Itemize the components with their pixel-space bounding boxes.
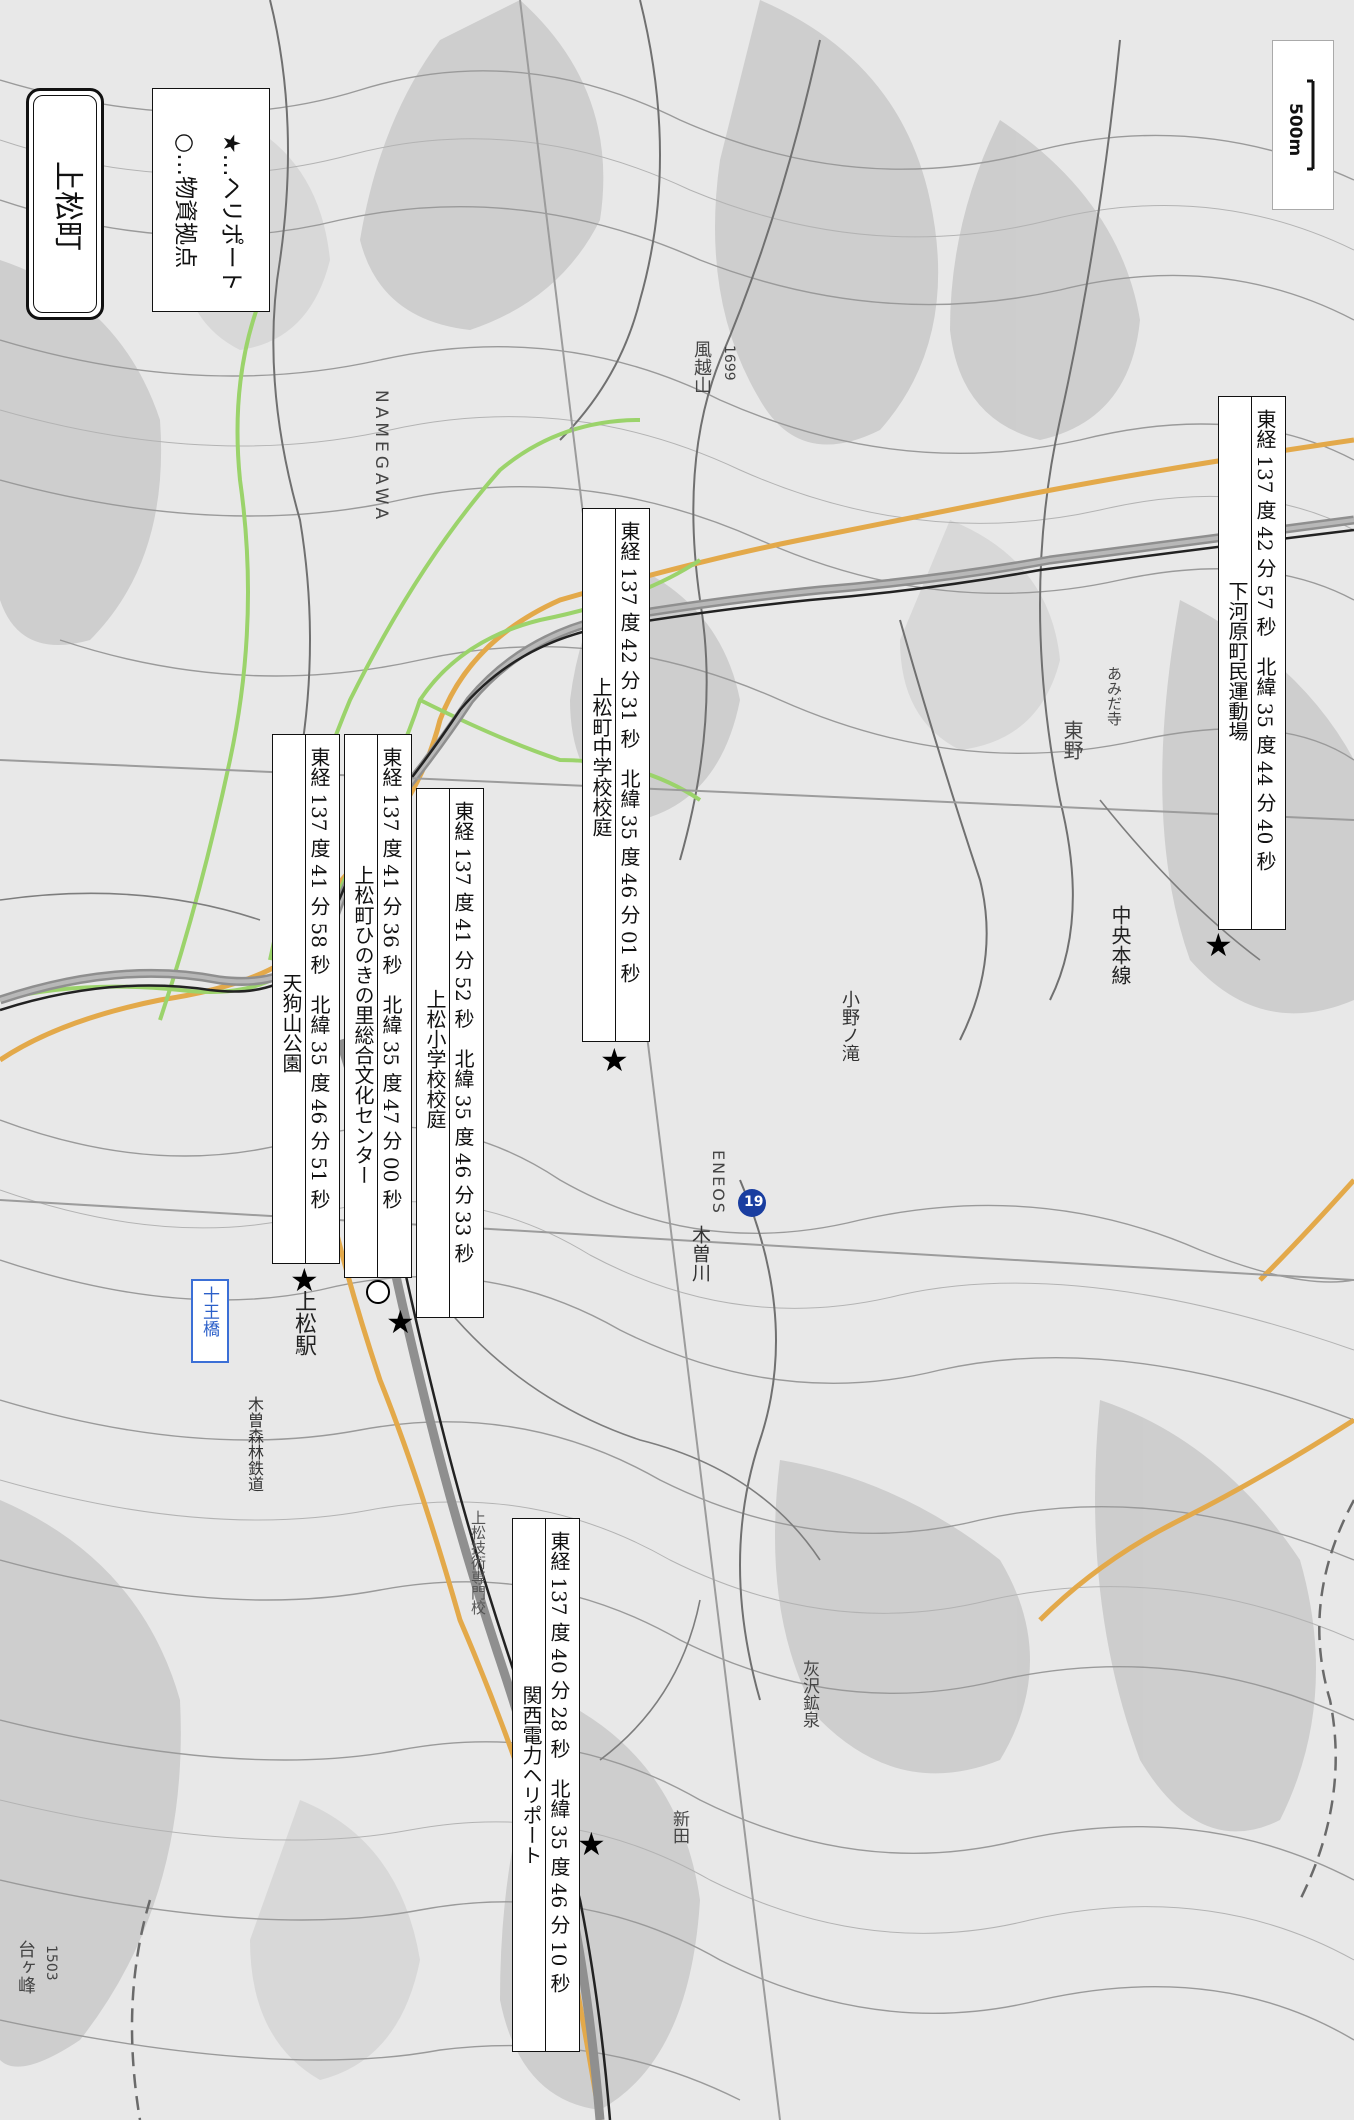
heliport-marker-kansai: ★: [577, 1825, 606, 1863]
heliport-marker-elementary: ★: [386, 1303, 415, 1341]
scale-bar-graphic: [1307, 79, 1315, 171]
scale-bar-label: 500m: [1285, 103, 1305, 157]
town-title: 上松町: [50, 161, 85, 251]
legend-depot: ○…物資拠点: [172, 133, 198, 269]
site-box-kansai: 関西電力ヘリポート 東経 137 度 40 分 28 秒 北緯 35 度 46 …: [512, 1518, 580, 2052]
site-box-junior-high: 上松町中学校校庭 東経 137 度 42 分 31 秒 北緯 35 度 46 分…: [582, 508, 650, 1042]
heliport-marker-shimogawara: ★: [1204, 926, 1233, 964]
onsen-label: 灰沢鉱泉: [799, 1660, 819, 1728]
site-coords: 東経 137 度 42 分 31 秒 北緯 35 度 46 分 01 秒: [617, 521, 641, 983]
site-divider: [449, 789, 450, 1317]
namegawa-label: NAMEGAWA: [371, 390, 391, 524]
mountain-daigamine-label: 台ヶ峰: [15, 1940, 36, 1994]
site-divider: [1251, 397, 1252, 929]
elevation-kazakoshi-label: 1699: [721, 345, 737, 381]
site-coords: 東経 137 度 41 分 58 秒 北緯 35 度 46 分 51 秒: [307, 747, 331, 1209]
mountain-kazakoshi-label: 風越山: [691, 340, 712, 394]
scale-bar-box: 500m: [1272, 40, 1334, 210]
route-19-label: 19: [744, 1194, 764, 1210]
site-name: 上松町ひのきの里総合文化センター: [351, 865, 375, 1185]
site-name: 上松町中学校校庭: [589, 677, 613, 837]
heliport-marker-tengu: ★: [290, 1261, 319, 1299]
town-title-box: 上松町: [26, 88, 104, 320]
temple-label: あみだ寺: [1105, 666, 1123, 726]
site-coords: 東経 137 度 41 分 52 秒 北緯 35 度 46 分 33 秒: [451, 801, 475, 1263]
legend-box: ○…物資拠点 ★…ヘリポート: [152, 88, 270, 312]
onotaki-label: 小野ノ滝: [839, 990, 860, 1062]
shinden-label: 新田: [669, 1810, 689, 1844]
site-box-shimogawara: 下河原町民運動場 東経 137 度 42 分 57 秒 北緯 35 度 44 分…: [1218, 396, 1286, 930]
higashino-label: 東野: [1060, 720, 1084, 760]
jr-line-label: 中央本線: [1108, 905, 1132, 985]
technical-school-label: 上松技術専門校: [469, 1510, 487, 1615]
heliport-marker-junior-high: ★: [600, 1041, 629, 1079]
site-name: 上松小学校校庭: [423, 989, 447, 1129]
site-coords: 東経 137 度 42 分 57 秒 北緯 35 度 44 分 40 秒: [1253, 409, 1277, 871]
site-box-elementary: 上松小学校校庭 東経 137 度 41 分 52 秒 北緯 35 度 46 分 …: [416, 788, 484, 1318]
site-coords: 東経 137 度 40 分 28 秒 北緯 35 度 46 分 10 秒: [547, 1531, 571, 1993]
site-name: 天狗山公園: [279, 973, 303, 1073]
elevation-daigamine-label: 1503: [43, 1945, 59, 1981]
depot-marker-hinoki: [366, 1280, 390, 1304]
site-divider: [377, 735, 378, 1277]
site-coords: 東経 137 度 41 分 36 秒 北緯 35 度 47 分 00 秒: [379, 747, 403, 1209]
site-box-tengu: 天狗山公園 東経 137 度 41 分 58 秒 北緯 35 度 46 分 51…: [272, 734, 340, 1264]
site-box-hinoki: 上松町ひのきの里総合文化センター 東経 137 度 41 分 36 秒 北緯 3…: [344, 734, 412, 1278]
eneos-label: ENEOS: [709, 1150, 728, 1215]
site-divider: [305, 735, 306, 1263]
site-divider: [615, 509, 616, 1041]
river-label: 木曽川: [689, 1225, 711, 1282]
site-divider: [545, 1519, 546, 2051]
site-name: 下河原町民運動場: [1225, 581, 1249, 741]
forest-railway-label: 木曽森林鉄道: [245, 1396, 264, 1492]
station-label: 上松駅: [291, 1290, 316, 1356]
legend-heliport: ★…ヘリポート: [218, 133, 244, 292]
site-name: 関西電力ヘリポート: [519, 1685, 543, 1865]
station-sign-label: 十王橋: [199, 1286, 219, 1337]
